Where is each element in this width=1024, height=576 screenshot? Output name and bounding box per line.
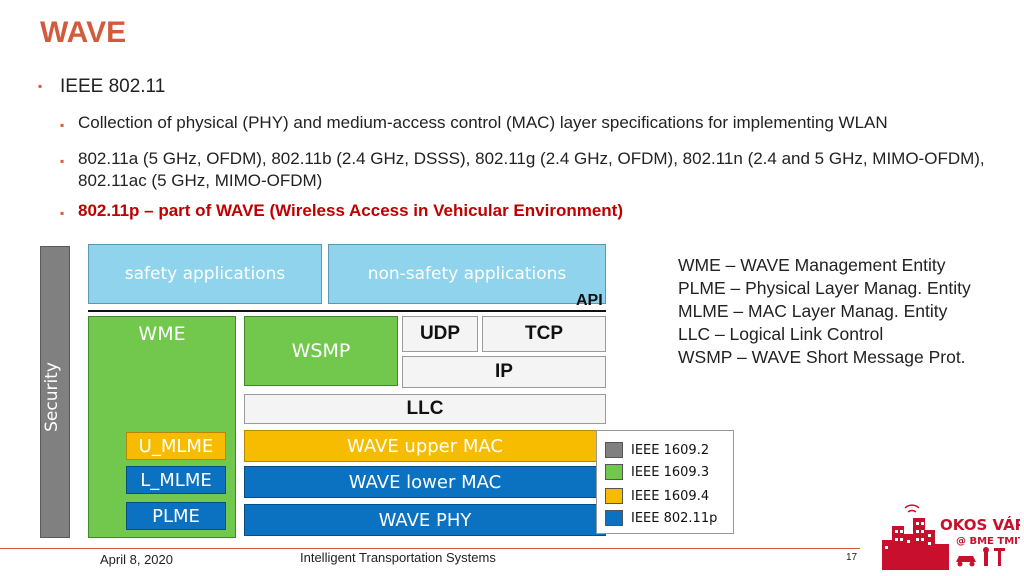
logo-text-line1: OKOS VÁROS — [940, 515, 1020, 534]
api-label: API — [576, 292, 603, 309]
okos-varos-logo: OKOS VÁROS @ BME TMIT — [882, 504, 1020, 570]
footer-divider — [0, 548, 860, 549]
logo-text-line2: @ BME TMIT — [956, 536, 1020, 547]
bullet-marker: ▪ — [60, 206, 65, 220]
slide-title: WAVE — [40, 16, 127, 49]
bullet-marker: ▪ — [60, 118, 65, 132]
bullet-level2: ▪ 802.11a (5 GHz, OFDM), 802.11b (2.4 GH… — [60, 148, 1000, 192]
footer-date: April 8, 2020 — [100, 552, 173, 567]
ip-box: IP — [402, 356, 606, 388]
l-mlme-box: L_MLME — [126, 466, 226, 494]
definition-wme: WME – WAVE Management Entity — [678, 255, 946, 275]
definition-mlme: MLME – MAC Layer Manag. Entity — [678, 301, 948, 321]
security-layer: Security — [40, 246, 70, 538]
definition-wsmp: WSMP – WAVE Short Message Prot. — [678, 347, 966, 367]
non-safety-applications-box: non-safety applications — [328, 244, 606, 304]
safety-applications-box: safety applications — [88, 244, 322, 304]
tcp-box: TCP — [482, 316, 606, 352]
udp-box: UDP — [402, 316, 478, 352]
bullet-text: IEEE 802.11 — [60, 76, 166, 97]
wme-box: WME — [88, 316, 236, 538]
definition-plme: PLME – Physical Layer Manag. Entity — [678, 278, 971, 298]
legend-label: IEEE 1609.2 — [631, 442, 710, 458]
bullet-level2: ▪ Collection of physical (PHY) and mediu… — [60, 112, 1000, 134]
legend-label: IEEE 802.11p — [631, 510, 718, 526]
legend-item: IEEE 1609.3 — [605, 463, 709, 481]
wave-upper-mac-box: WAVE upper MAC — [244, 430, 606, 462]
legend-swatch — [605, 442, 623, 458]
wave-lower-mac-box: WAVE lower MAC — [244, 466, 606, 498]
legend-label: IEEE 1609.3 — [631, 464, 710, 480]
wave-phy-box: WAVE PHY — [244, 504, 606, 536]
bullet-marker: ▪ — [38, 79, 43, 93]
legend-swatch — [605, 510, 623, 526]
security-label: Security — [42, 362, 62, 432]
legend-item: IEEE 1609.4 — [605, 487, 709, 505]
bullet-text: 802.11a (5 GHz, OFDM), 802.11b (2.4 GHz,… — [78, 149, 985, 190]
bullet-text: Collection of physical (PHY) and medium-… — [78, 113, 888, 132]
standards-legend: IEEE 1609.2 IEEE 1609.3 IEEE 1609.4 IEEE… — [596, 430, 734, 534]
bullet-level2-highlight: ▪ 802.11p – part of WAVE (Wireless Acces… — [60, 200, 1000, 222]
legend-item: IEEE 1609.2 — [605, 441, 709, 459]
page-number: 17 — [846, 552, 858, 563]
definition-llc: LLC – Logical Link Control — [678, 324, 884, 344]
legend-item: IEEE 802.11p — [605, 509, 717, 527]
footer-course-name: Intelligent Transportation Systems — [300, 550, 496, 565]
llc-box: LLC — [244, 394, 606, 424]
bullet-text: 802.11p – part of WAVE (Wireless Access … — [78, 201, 623, 220]
bullet-marker: ▪ — [60, 154, 65, 168]
bullet-level1: ▪ IEEE 802.11 — [38, 76, 166, 98]
wave-protocol-stack-diagram: Security safety applications non-safety … — [40, 242, 620, 542]
acronym-definitions: WME – WAVE Management Entity PLME – Phys… — [678, 254, 971, 369]
legend-swatch — [605, 488, 623, 504]
api-line — [88, 310, 606, 312]
u-mlme-box: U_MLME — [126, 432, 226, 460]
wsmp-box: WSMP — [244, 316, 398, 386]
legend-label: IEEE 1609.4 — [631, 488, 710, 504]
plme-box: PLME — [126, 502, 226, 530]
legend-swatch — [605, 464, 623, 480]
